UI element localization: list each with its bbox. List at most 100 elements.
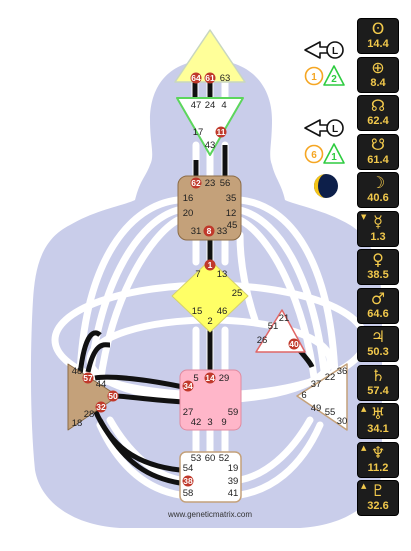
gate-29: 29 — [219, 373, 230, 384]
gate-21: 21 — [279, 313, 290, 324]
solar-plexus-center: 36 22 37 6 49 55 30 — [296, 363, 348, 431]
throat-center: 62 23 56 16 35 20 12 31 8 33 45 — [177, 175, 242, 241]
gate-19: 19 — [228, 463, 239, 474]
gate-39: 39 — [228, 476, 239, 487]
gate-64: 64 — [191, 73, 201, 83]
south-node-icon: ☋ — [370, 134, 386, 154]
arrow-bottom-label: L — [332, 124, 338, 135]
sun-icon: ʘ — [371, 19, 385, 38]
gate-11: 11 — [217, 127, 226, 137]
head-center: 64 61 63 — [174, 29, 246, 84]
planet-value: 62.4 — [367, 115, 389, 127]
variable-arrow-top: L — [304, 41, 344, 59]
gate-30: 30 — [337, 416, 348, 427]
planet-card-saturn: ♄57.4 — [357, 364, 399, 401]
gate-25: 25 — [232, 288, 243, 299]
planet-card-jupiter: ♃50.3 — [357, 326, 399, 362]
gate-46: 46 — [217, 306, 228, 317]
gate-37: 37 — [311, 379, 322, 390]
gate-48: 48 — [72, 366, 83, 377]
variable-bottom-2: 1 — [331, 152, 337, 163]
spleen-center: 48 57 44 50 32 28 18 — [67, 363, 119, 431]
sacral-center: 5 14 29 34 27 59 42 3 9 — [179, 369, 242, 431]
gate-52: 52 — [219, 453, 230, 464]
gate-59: 59 — [228, 407, 239, 418]
gate-49: 49 — [311, 403, 322, 414]
planet-value: 57.4 — [367, 384, 389, 397]
website-label: www.geneticmatrix.com — [167, 510, 252, 519]
gate-6: 6 — [301, 390, 306, 401]
gate-54: 54 — [183, 463, 194, 474]
north-node-icon: ☊ — [370, 96, 386, 115]
earth-icon: ⊕ — [371, 57, 385, 77]
retrograde-mark: ▼ — [361, 212, 367, 221]
planet-value: 32.6 — [367, 500, 389, 512]
planet-value: 50.3 — [367, 346, 389, 358]
gate-13: 13 — [217, 269, 228, 280]
gate-32: 32 — [96, 402, 106, 412]
gate-28: 28 — [84, 409, 95, 420]
pluto-icon: ♇ — [370, 481, 386, 500]
gate-50: 50 — [108, 391, 118, 401]
planet-card-earth: ⊕8.4 — [357, 56, 399, 93]
gate-63: 63 — [220, 73, 231, 84]
gate-9: 9 — [221, 417, 226, 428]
retrograde-mark: ▲ — [361, 443, 367, 452]
gate-34: 34 — [183, 381, 193, 391]
gate-31: 31 — [191, 226, 202, 237]
gate-53: 53 — [191, 453, 202, 464]
planet-value: 8.4 — [370, 76, 386, 89]
gate-58: 58 — [183, 488, 194, 499]
gate-17: 17 — [193, 127, 204, 138]
planet-card-venus: ♀38.5 — [357, 249, 399, 285]
planet-value: 1.3 — [370, 230, 386, 243]
planet-value: 61.4 — [367, 153, 389, 166]
gate-33: 33 — [217, 226, 228, 237]
gate-47: 47 — [191, 100, 202, 111]
planet-card-neptune: ▲♆11.2 — [357, 441, 399, 478]
planet-value: 40.6 — [367, 192, 389, 204]
variable-top-1: 1 — [311, 72, 317, 83]
planet-card-north-node: ☊62.4 — [357, 95, 399, 131]
gate-41: 41 — [228, 488, 239, 499]
retrograde-mark: ▲ — [361, 482, 367, 490]
planet-value: 38.5 — [367, 269, 389, 281]
gate-26: 26 — [257, 335, 268, 346]
gate-57: 57 — [83, 373, 93, 383]
variable-badges-top: 1 2 — [304, 65, 345, 86]
gate-40: 40 — [289, 339, 299, 349]
arrow-top-label: L — [332, 46, 338, 57]
gate-15: 15 — [192, 306, 203, 317]
gate-62: 62 — [191, 178, 201, 188]
saturn-icon: ♄ — [370, 365, 386, 385]
gate-60: 60 — [205, 453, 216, 464]
gate-45: 45 — [227, 220, 238, 231]
planet-card-pluto: ▲♇32.6 — [357, 480, 399, 516]
retrograde-mark: ▲ — [361, 405, 367, 413]
gate-22: 22 — [325, 372, 336, 383]
gate-55: 55 — [325, 407, 336, 418]
gate-14: 14 — [205, 373, 215, 383]
gate-23: 23 — [205, 178, 216, 189]
g-center: 1 7 13 25 15 46 2 — [171, 259, 249, 333]
gate-2: 2 — [207, 316, 212, 327]
root-center: 53 60 52 54 19 38 39 58 41 — [179, 451, 242, 503]
gate-5: 5 — [193, 373, 198, 384]
jupiter-icon: ♃ — [370, 327, 386, 346]
gate-18: 18 — [72, 418, 83, 429]
moon-phase-icon — [314, 174, 338, 198]
heart-center: 21 51 26 40 — [255, 309, 306, 353]
gate-61: 61 — [205, 73, 215, 83]
gate-35: 35 — [226, 193, 237, 204]
variable-badges-bottom: 6 1 — [304, 143, 345, 164]
ajna-center: 47 24 4 17 11 43 — [176, 97, 244, 156]
venus-icon: ♀ — [372, 250, 384, 269]
planet-value: 14.4 — [367, 38, 389, 50]
neptune-icon: ♆ — [370, 442, 386, 462]
mars-icon: ♂ — [370, 288, 386, 308]
gate-43: 43 — [205, 140, 216, 151]
gate-36: 36 — [337, 366, 348, 377]
